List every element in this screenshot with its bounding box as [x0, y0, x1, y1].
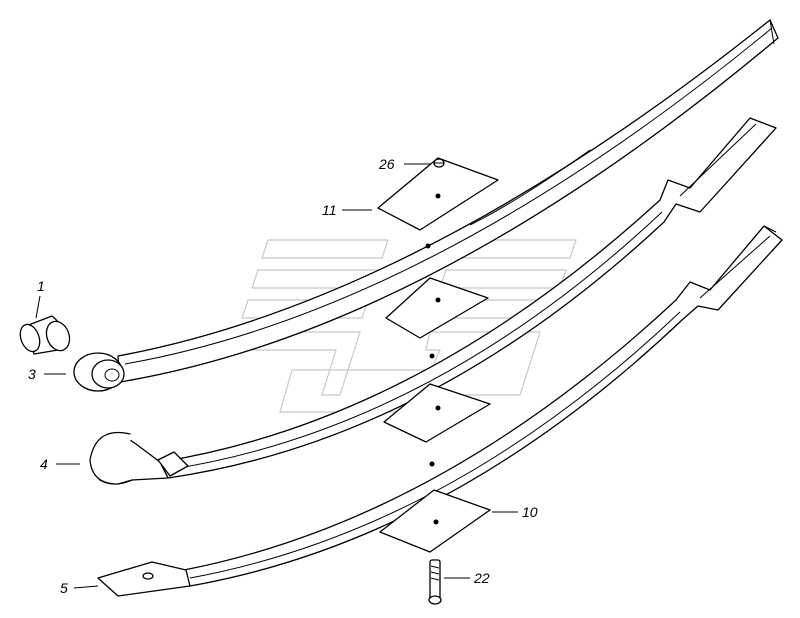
callout-1: 1	[37, 278, 45, 294]
callout-22: 22	[474, 570, 490, 586]
middle-spring-leaf	[159, 117, 777, 479]
bushing	[19, 315, 71, 355]
callout-26: 26	[379, 156, 395, 172]
leaf-flat-end	[97, 561, 191, 597]
spring-hook	[89, 431, 189, 485]
leader-lines	[35, 163, 518, 589]
spacer-plate-middle	[385, 277, 489, 339]
spacer-plate-lower	[383, 383, 491, 443]
center-bolt-hole	[429, 353, 435, 359]
callout-5: 5	[60, 580, 68, 596]
top-spring-leaf	[117, 19, 779, 383]
center-bolt-hole	[429, 461, 435, 467]
callout-11: 11	[322, 202, 337, 218]
callout-10: 10	[522, 504, 538, 520]
callout-3: 3	[28, 366, 36, 382]
nut	[433, 158, 445, 168]
bottom-spring-leaf	[183, 225, 783, 587]
bottom-pad	[379, 489, 491, 553]
center-bolt	[428, 559, 442, 605]
spacer-plate-upper	[377, 157, 499, 231]
callout-4: 4	[40, 456, 48, 472]
center-bolt-hole	[425, 243, 431, 249]
spring-eye	[73, 352, 125, 392]
